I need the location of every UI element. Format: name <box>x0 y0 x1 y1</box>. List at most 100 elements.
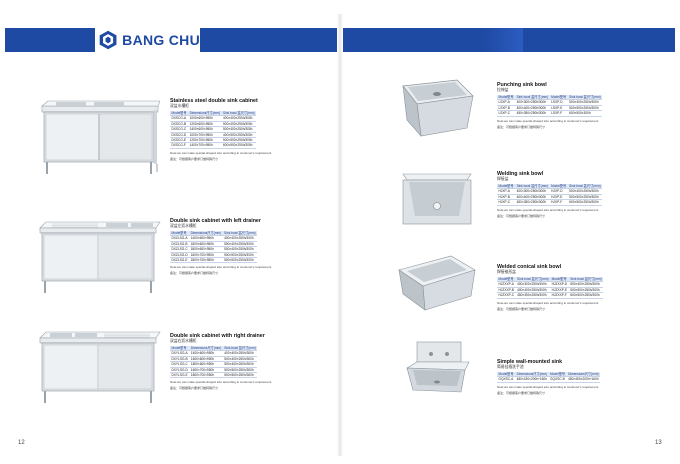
note-en: Note:we can make special-shaped size acc… <box>497 207 599 212</box>
table-cell: 500×400×250h/300h <box>222 241 258 248</box>
product-punching-sink-bowl: Punching sink bowl 拉伸盆 Model型号 Sink bowl… <box>497 82 603 129</box>
table-header: Model型号 <box>170 346 190 352</box>
table-cell: DXYLSG-B <box>170 356 190 363</box>
table-cell: 500×400×250h/300h <box>568 281 604 288</box>
table-header: Model型号 <box>549 184 568 190</box>
table-cell: 500×500×250h/300h <box>222 257 258 264</box>
table-cell: 500×400×250h/300h <box>567 99 603 106</box>
wall-mounted-sink-image <box>405 341 470 393</box>
product-subtitle: 双盆左沥水槽柜 <box>170 224 197 228</box>
product-title: Double sink cabinet with right drainer <box>170 333 265 339</box>
table-cell: 400×400×250h/300h <box>222 235 258 242</box>
table-header: Dimensions尺寸(mm) <box>515 372 549 378</box>
table-header: Sink bowl 盆尺寸(mm) <box>222 346 258 352</box>
table-cell: 450×350×250h/300h <box>515 199 550 206</box>
note-en: Note:we can make special-shaped size acc… <box>497 118 599 123</box>
table-header: Sink bowl 盆尺寸(mm) <box>568 277 604 283</box>
table-cell: 1400×600×950h <box>189 350 223 357</box>
table-cell: HJZXXP-A <box>497 281 516 288</box>
table-cell: 1600×700×950h <box>189 367 223 374</box>
spec-table: Model型号 Dimensions尺寸(mm) Sink bowl 盆尺寸(m… <box>170 111 257 149</box>
table-cell: 500×500×250h/300h <box>222 372 258 379</box>
table-cell: LSXP-B <box>497 105 516 112</box>
table-cell: 400×300×250h/300h <box>515 281 551 288</box>
table-header: Sink bowl 盆尺寸(mm) <box>567 95 603 101</box>
table-cell: 1400×600×950h <box>188 126 222 133</box>
product-subtitle: 焊接锥形盆 <box>497 270 516 274</box>
brand-name: BANG CHU <box>122 32 200 48</box>
brand-logo: BANG CHU <box>95 24 200 56</box>
note-en: Note:we can make special-shaped size acc… <box>170 150 272 155</box>
table-header: Dimensions尺寸(mm) <box>189 231 223 237</box>
table-cell: 400×400×250h/300h <box>515 287 551 294</box>
table-cell: 1200×700×950h <box>188 137 222 144</box>
table-cell: DXYLSG-E <box>170 372 190 379</box>
table-cell: HJXP-C <box>497 199 516 206</box>
table-cell: DXZLSG-A <box>170 235 190 242</box>
table-cell: LSXP-C <box>497 110 516 117</box>
table-cell: 1800×700×950h <box>189 372 223 379</box>
table-cell: LSXP-F <box>549 110 568 117</box>
table-cell: 400×400×250h/300h <box>515 194 550 201</box>
product-title: Welded conical sink bowl <box>497 264 562 270</box>
table-cell: HJZXXP-B <box>497 287 516 294</box>
table-cell: DXZLSG-D <box>170 252 190 259</box>
table-cell: HJXP-D <box>549 188 568 195</box>
table-header: Sink bowl 盆尺寸(mm) <box>222 231 258 237</box>
table-header: Model型号 <box>549 95 568 101</box>
note-en: Note:we can make special-shaped size acc… <box>497 384 599 389</box>
welded-conical-sink-bowl-image <box>398 255 476 311</box>
table-cell: 600×500×250h/300h <box>221 142 257 149</box>
product-subtitle: 焊接盆 <box>497 177 509 181</box>
table-cell: 500×400×250h/300h <box>222 246 258 253</box>
table-header: Sink bowl 盆尺寸(mm) <box>515 184 550 190</box>
table-cell: LSXP-E <box>549 105 568 112</box>
spec-table: Model型号 Sink bowl 盆尺寸(mm) Model型号 Sink b… <box>497 95 603 117</box>
table-header: Model型号 <box>550 277 569 283</box>
table-cell: HJXP-A <box>497 188 516 195</box>
product-subtitle: 双盆右沥水槽柜 <box>170 339 197 343</box>
table-cell: 500×500×250h/300h <box>567 105 603 112</box>
table-cell: 1600×600×950h <box>189 241 223 248</box>
table-header: Model型号 <box>497 372 516 378</box>
series-title: Stainless Steel Sink Series <box>578 62 665 71</box>
table-header: Dimensions尺寸(mm) <box>189 346 223 352</box>
note-cn: 备注：可根据客户要求订做特殊尺寸 <box>170 386 219 391</box>
product-title: Stainless steel double sink cabinet <box>170 98 258 104</box>
table-cell: HJXP-B <box>497 194 516 201</box>
header-bar-right: Stainless Steel Sink Series <box>343 28 675 71</box>
note-cn: 备注：可根据客户要求订做特殊尺寸 <box>170 271 219 276</box>
table-cell: 500×400×250h/300h <box>222 361 258 368</box>
table-cell: DXSCG-C <box>170 126 189 133</box>
table-cell: GQXSC-A <box>497 376 516 383</box>
right-page <box>343 14 675 456</box>
table-cell: 1400×700×950h <box>188 142 222 149</box>
table-cell: 500×500×250h/300h <box>221 137 257 144</box>
table-header: Sink bowl 盆尺寸(mm) <box>515 277 551 283</box>
product-right-drainer-cabinet: Double sink cabinet with right drainer 双… <box>170 333 271 390</box>
brand-logo-icon <box>99 30 117 50</box>
table-header: Dimensions尺寸(mm) <box>566 372 601 378</box>
table-cell: DXYLSG-A <box>170 350 190 357</box>
table-cell: DXSCG-A <box>170 115 189 122</box>
table-header: Dimensions尺寸(mm) <box>188 111 222 117</box>
table-cell: 1600×600×950h <box>189 356 223 363</box>
table-header: Sink bowl 盆尺寸(mm) <box>221 111 257 117</box>
product-welding-sink-bowl: Welding sink bowl 焊接盆 Model型号 Sink bowl … <box>497 171 603 218</box>
table-cell: 500×400×250h/300h <box>222 356 258 363</box>
table-cell: DXSCG-D <box>170 132 189 139</box>
page-number-right: 13 <box>655 440 662 446</box>
page-number-left: 12 <box>18 440 25 446</box>
product-left-drainer-cabinet: Double sink cabinet with left drainer 双盆… <box>170 218 271 275</box>
table-cell: 400×300×250h/300h <box>515 99 550 106</box>
